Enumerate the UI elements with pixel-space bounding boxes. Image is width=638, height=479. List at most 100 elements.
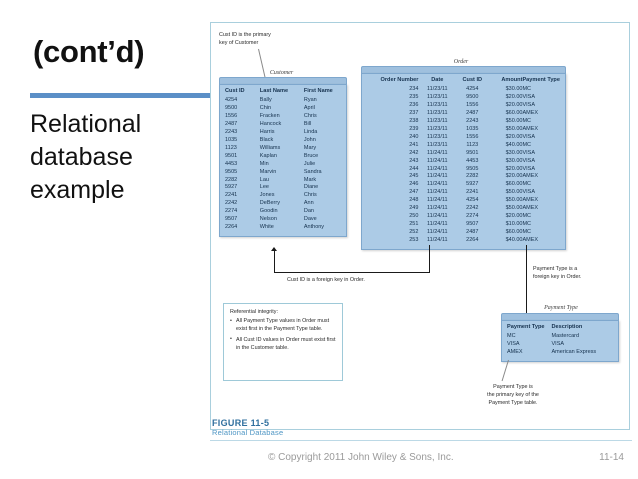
table-cell: 1123 [225,144,237,151]
table-cell: Bruce [303,152,319,159]
order-table-top-edge [361,66,566,73]
annotation-payment-primary-key: Payment Type is the primary key of the P… [487,384,539,407]
table-cell: 9505 [225,168,238,175]
table-cell: 1556 [225,112,238,119]
table-cell: $30.00 [505,149,523,156]
table-cell: 11/23/11 [427,101,448,108]
table-cell: $20.00 [505,93,523,100]
table-cell: Min [259,160,269,167]
footer-page-number: 11-14 [599,452,624,463]
table-cell: 248 [409,197,419,204]
table-cell: Lau [259,176,269,183]
table-cell: MC [522,181,532,188]
table-cell: 2282 [466,173,479,180]
table-cell: 11/23/11 [427,117,448,124]
column-header: Payment Type [507,324,545,330]
table-cell: 9507 [225,216,238,223]
table-cell: 2264 [225,224,238,231]
table-cell: 244 [409,165,419,172]
column-header: Payment Type [522,77,560,83]
customer-table-caption: Customer [269,70,294,76]
table-cell: 2241 [225,192,238,199]
table-cell: DeBerry [259,200,280,207]
table-cell: 9500 [225,104,238,111]
table-cell: 247 [409,189,419,196]
table-cell: 11/23/11 [427,93,448,100]
table-cell: 11/24/11 [427,221,448,228]
footer-copyright: © Copyright 2011 John Wiley & Sons, Inc. [268,452,454,463]
table-cell: $50.00 [505,197,523,204]
table-cell: $20.00 [505,213,523,220]
table-cell: Chin [259,104,272,111]
column-header: Date [431,77,444,83]
table-cell: 11/24/11 [427,149,448,156]
table-cell: Linda [303,128,318,135]
table-cell: AMEX [522,125,539,132]
table-cell: 11/24/11 [427,213,448,220]
table-cell: 11/23/11 [427,125,448,132]
table-cell: $40.00 [505,237,523,244]
connector-custid-vertical [429,245,430,273]
table-cell: 241 [409,141,419,148]
table-cell: 2487 [466,229,479,236]
column-header: Cust ID [462,77,483,83]
table-cell: MC [507,333,516,339]
figure-panel: Cust ID is the primary key of Customer C… [210,22,630,430]
table-row: 2264 White Anthony [225,224,341,232]
table-cell: John [303,136,316,143]
table-cell: 11/24/11 [427,165,448,172]
table-cell: 9505 [466,165,479,172]
table-cell: 1556 [466,101,479,108]
table-cell: $50.00 [505,117,523,124]
table-cell: 4453 [225,160,238,167]
column-header: First Name [303,88,333,94]
table-cell: 236 [409,101,419,108]
annotation-primary-key-customer: Cust ID is the primary key of Customer [219,32,271,47]
table-cell: Marvin [259,168,277,175]
table-cell: VISA [522,189,535,196]
payment-type-table-caption: Payment Type [544,305,578,311]
table-cell: 2487 [225,120,238,127]
table-cell: $50.00 [505,205,523,212]
table-cell: 1035 [466,125,479,132]
connector-custid-horizontal [274,272,430,273]
table-cell: $60.00 [505,181,523,188]
table-cell: 238 [409,117,419,124]
table-cell: 2487 [466,109,479,116]
table-cell: AMEX [522,173,539,180]
table-cell: Jones [259,192,275,199]
table-cell: White [259,224,274,231]
leader-line-payment-primary-key [501,359,509,382]
table-cell: VISA [507,340,520,347]
table-cell: Chris [303,192,317,199]
table-cell: $20.00 [505,165,523,172]
table-cell: 2243 [466,117,479,124]
column-header: Description [551,324,583,330]
table-cell: $20.00 [505,173,523,180]
table-cell: Anthony [303,224,325,231]
table-cell: 11/23/11 [427,133,448,140]
